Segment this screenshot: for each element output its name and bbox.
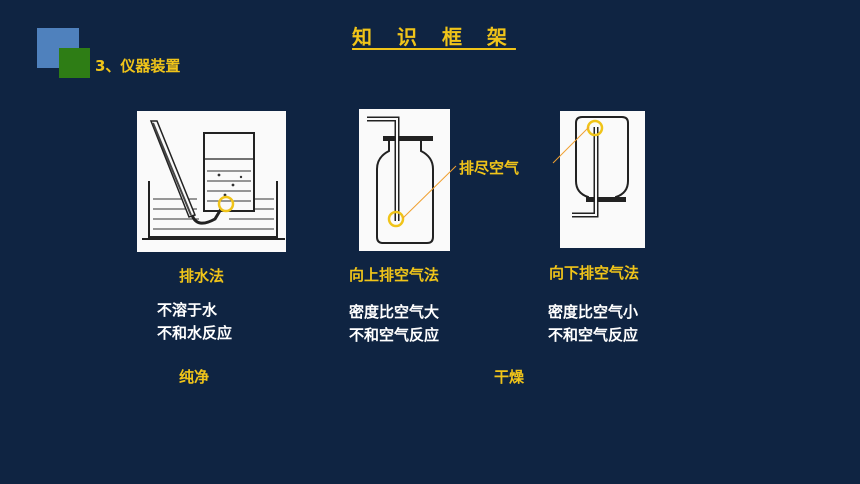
downward-air-displacement-diagram bbox=[560, 111, 645, 248]
slide-title: 知 识 框 架 bbox=[352, 25, 516, 49]
method-conditions-1: 不溶于水 不和水反应 bbox=[157, 299, 232, 345]
condition-line: 不和空气反应 bbox=[349, 326, 440, 344]
water-displacement-diagram bbox=[137, 111, 286, 252]
section-heading: 3、仪器装置 bbox=[95, 57, 181, 75]
condition-line: 密度比空气大 bbox=[349, 303, 440, 321]
note-purity: 纯净 bbox=[179, 368, 210, 386]
method-name-3: 向下排空气法 bbox=[549, 264, 640, 282]
method-conditions-2: 密度比空气大 不和空气反应 bbox=[349, 301, 439, 347]
condition-line: 不和水反应 bbox=[157, 324, 233, 342]
condition-line: 不和空气反应 bbox=[548, 326, 639, 344]
decor-green-square bbox=[59, 48, 90, 78]
method-name-2: 向上排空气法 bbox=[349, 266, 440, 284]
method-conditions-3: 密度比空气小 不和空气反应 bbox=[548, 301, 638, 347]
note-dryness: 干燥 bbox=[494, 368, 525, 386]
condition-line: 不溶于水 bbox=[157, 301, 218, 319]
method-name-1: 排水法 bbox=[179, 267, 225, 285]
upward-air-displacement-diagram bbox=[359, 109, 450, 251]
callout-label: 排尽空气 bbox=[459, 159, 520, 177]
condition-line: 密度比空气小 bbox=[548, 303, 639, 321]
